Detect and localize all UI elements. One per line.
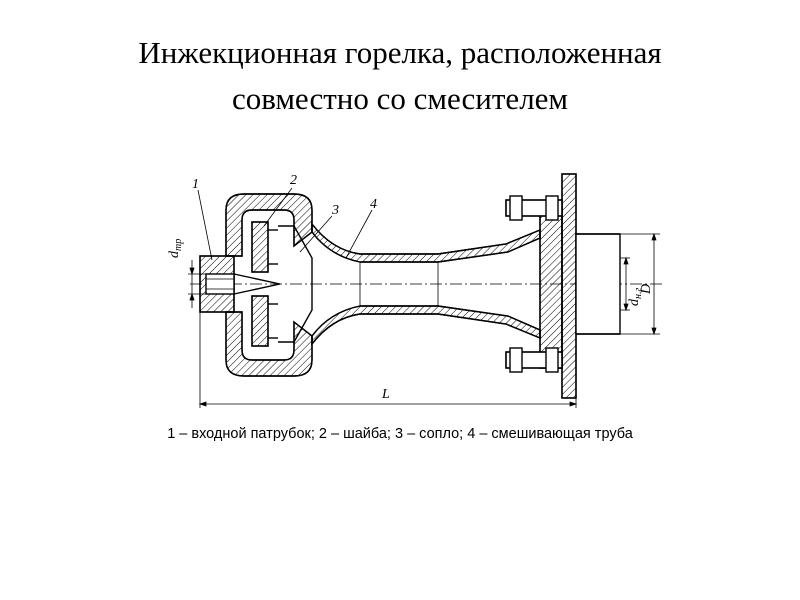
- dimension-L: [198, 312, 578, 408]
- slide-title-line-2: совместно со смесителем: [231, 81, 569, 116]
- slide-title-line-1: Инжекционная горелка, расположенная: [138, 35, 662, 70]
- slide-title: Инжекционная горелка, расположенная совм…: [0, 30, 800, 122]
- burner-diagram: dтр dн.г D L: [160, 160, 680, 420]
- outlet-flange: [505, 173, 621, 399]
- dimension-d-ng-and-d: [620, 232, 660, 336]
- callout-2: 2: [290, 173, 297, 188]
- callout-4: 4: [370, 197, 377, 212]
- washer: [251, 221, 278, 347]
- callout-leaders: [197, 187, 373, 261]
- label-d-ng: dн.г: [627, 288, 644, 306]
- inlet-nozzle: [199, 255, 281, 313]
- nozzle: [278, 225, 313, 343]
- dimension-d-tr: [188, 260, 206, 308]
- label-D: D: [639, 284, 654, 295]
- label-d-tr: dтр: [167, 239, 184, 258]
- burner-housing: [225, 193, 313, 377]
- callout-1: 1: [192, 177, 199, 192]
- figure-caption: 1 – входной патрубок; 2 – шайба; 3 – соп…: [167, 426, 633, 442]
- callout-3: 3: [331, 203, 339, 218]
- label-L: L: [381, 387, 390, 402]
